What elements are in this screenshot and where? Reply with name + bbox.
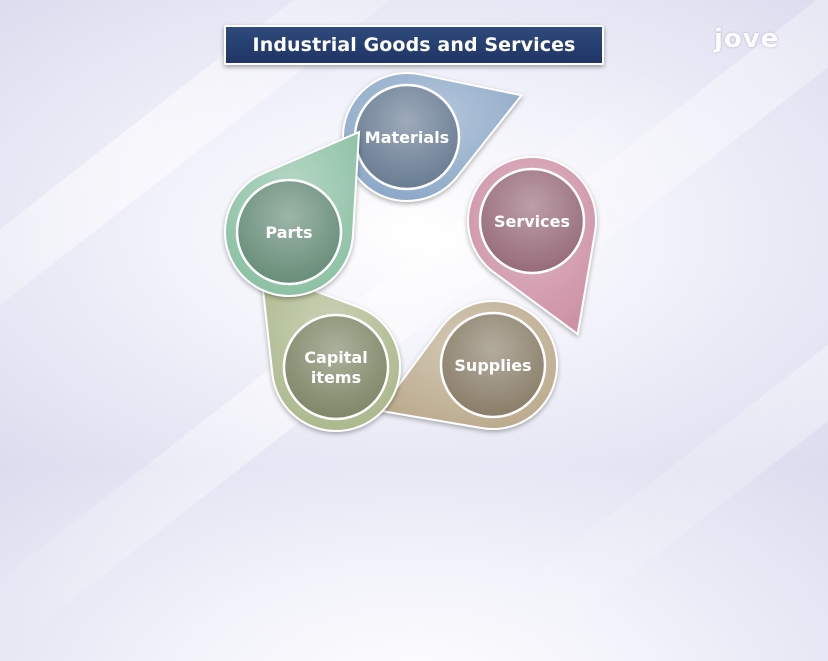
petal-label: Materials [365,128,449,147]
petal-inner-gloss [237,180,341,284]
title-banner: Industrial Goods and Services [224,25,604,65]
jove-logo: jove [714,24,794,64]
petal-label: Services [494,212,570,231]
petal-inner-gloss [480,169,584,273]
petal-services: Services [467,155,597,336]
page-title: Industrial Goods and Services [252,34,576,56]
petal-inner-gloss [355,85,459,189]
petal-label: Supplies [454,356,531,375]
petal-materials: Materials [342,71,524,202]
petal-supplies: Supplies [378,300,559,430]
logo-text: jove [714,24,780,54]
petal-label: Capital [304,348,367,367]
petal-label: items [311,368,361,387]
petal-inner-gloss [284,315,388,419]
petal-parts: Parts [224,130,361,297]
petal-label: Parts [265,223,312,242]
petal-inner-gloss [441,313,545,417]
